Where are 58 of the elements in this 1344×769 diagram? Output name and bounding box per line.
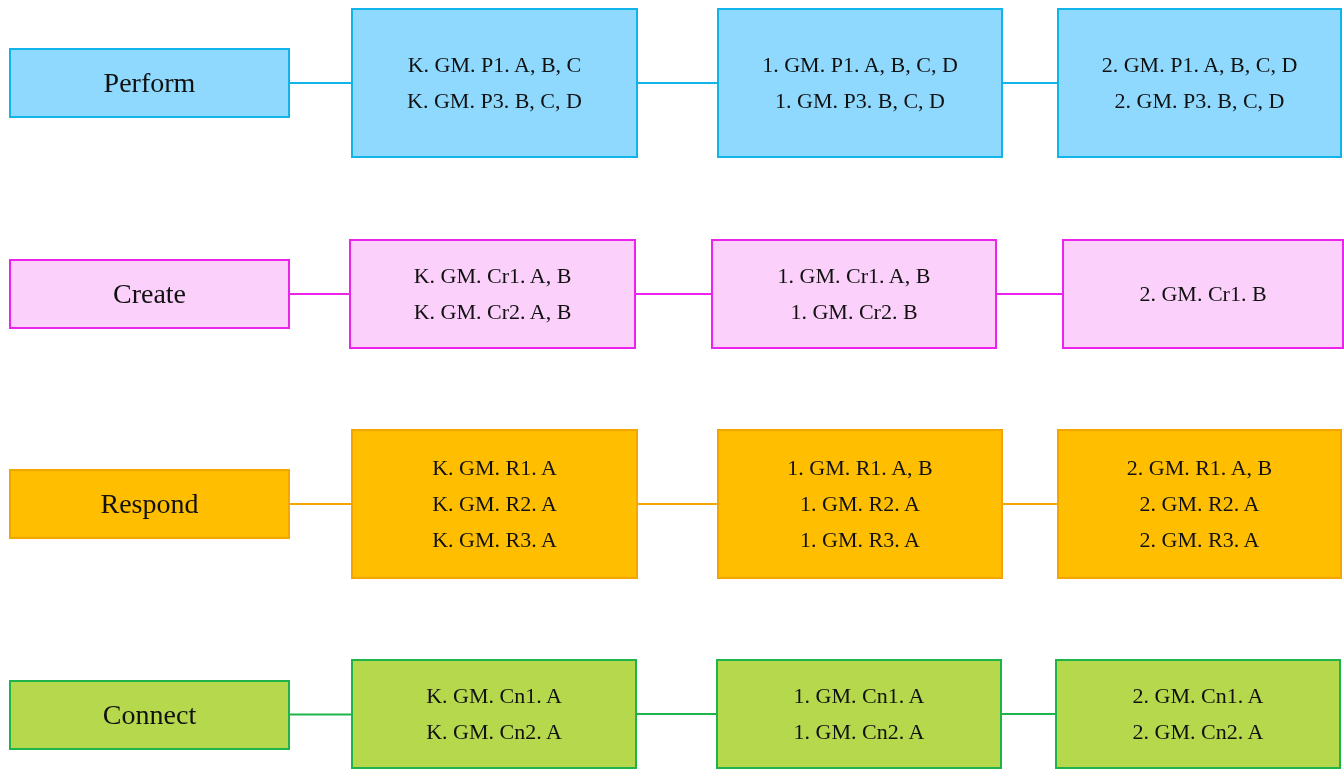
standard-code: 2. GM. Cn1. A: [1132, 682, 1264, 710]
standard-code: K. GM. R2. A: [432, 490, 557, 518]
standard-box: [717, 429, 1003, 579]
connector-line: [1002, 503, 1058, 505]
standard-code: 2. GM. P3. B, C, D: [1114, 87, 1285, 115]
category-label: Create: [112, 277, 187, 311]
standard-code: 1. GM. P1. A, B, C, D: [762, 51, 958, 79]
standard-code: 1. GM. R3. A: [800, 526, 920, 554]
connector-line: [636, 713, 717, 715]
category-box: [9, 469, 290, 539]
standard-code: 1. GM. Cn1. A: [793, 682, 925, 710]
standard-code: 2. GM. R3. A: [1139, 526, 1260, 554]
standard-code: 1. GM. Cn2. A: [793, 718, 925, 746]
standard-code: K. GM. Cr2. A, B: [413, 298, 572, 326]
standard-code: K. GM. Cn2. A: [426, 718, 562, 746]
category-box: [9, 680, 290, 750]
standard-code: 2. GM. P1. A, B, C, D: [1101, 51, 1298, 79]
category-box: [9, 259, 290, 329]
category-label: Perform: [103, 66, 196, 100]
standard-code: 2. GM. R1. A, B: [1126, 454, 1273, 482]
standard-box: [717, 8, 1003, 158]
standard-box: [351, 8, 638, 158]
standard-box: [1055, 659, 1341, 769]
connector-line: [637, 503, 718, 505]
standard-code: 1. GM. Cr2. B: [790, 298, 918, 326]
standard-code: K. GM. R3. A: [432, 526, 557, 554]
standard-box: [716, 659, 1002, 769]
connector-line: [289, 82, 352, 84]
category-label: Connect: [102, 698, 197, 732]
category-label: Respond: [100, 487, 199, 521]
connector-line: [1002, 82, 1058, 84]
standard-box: [349, 239, 636, 349]
standard-code: K. GM. P3. B, C, D: [407, 87, 582, 115]
standard-box: [1062, 239, 1344, 349]
standard-box: [711, 239, 997, 349]
connector-line: [1001, 713, 1056, 715]
standard-code: 1. GM. P3. B, C, D: [775, 87, 945, 115]
standard-code: K. GM. Cn1. A: [426, 682, 562, 710]
category-box: [9, 48, 290, 118]
connector-line: [289, 713, 352, 716]
standard-box: [1057, 429, 1342, 579]
connector-line: [289, 503, 352, 505]
connector-line: [637, 82, 718, 84]
standard-box: [351, 429, 638, 579]
standard-code: 1. GM. Cr1. A, B: [777, 262, 931, 290]
connector-line: [635, 293, 712, 295]
standard-box: [1057, 8, 1342, 158]
standard-code: 2. GM. R2. A: [1139, 490, 1260, 518]
standard-box: [351, 659, 637, 769]
connector-line: [289, 293, 350, 295]
standard-code: 1. GM. R2. A: [800, 490, 920, 518]
standard-code: 2. GM. Cn2. A: [1132, 718, 1264, 746]
standard-code: 1. GM. R1. A, B: [787, 454, 933, 482]
standard-code: K. GM. P1. A, B, C: [407, 51, 582, 79]
standard-code: 2. GM. Cr1. B: [1139, 280, 1267, 308]
connector-line: [996, 293, 1063, 295]
standard-code: K. GM. R1. A: [432, 454, 557, 482]
standard-code: K. GM. Cr1. A, B: [413, 262, 572, 290]
